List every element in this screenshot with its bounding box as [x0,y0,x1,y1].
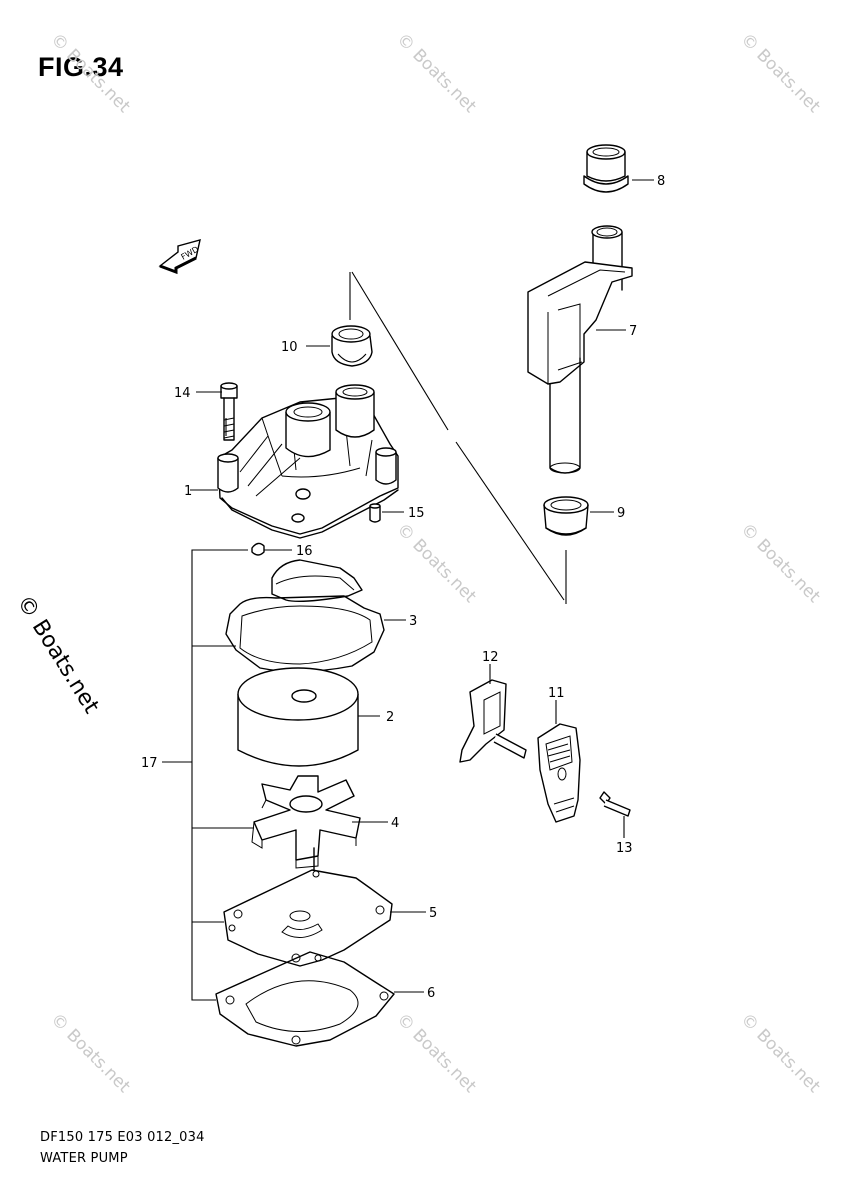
leader-lines [162,179,654,1001]
callout-4: 4 [391,816,399,831]
callout-15: 15 [408,506,425,521]
part-9-grommet [543,496,589,536]
watermark-text: © Boats.net [392,519,480,607]
figure-code: DF150 175 E03 012_034 [40,1130,205,1145]
part-10-grommet [331,325,373,367]
fwd-arrow-icon: FWD [158,239,201,275]
part-11-cover [537,723,581,823]
watermark-text: © Boats.net [392,1009,480,1097]
watermark-text: © Boats.net [46,1009,134,1097]
callout-17: 17 [141,756,158,771]
part-15-dowel-pin [369,503,381,523]
watermark-text: © Boats.net [736,519,824,607]
part-13-screw [599,791,631,817]
callout-13: 13 [616,841,633,856]
callout-11: 11 [548,686,565,701]
watermark-text: © Boats.net [392,29,480,117]
part-7-water-tube [527,225,633,474]
callout-7: 7 [629,324,637,339]
part-16-key [251,542,265,556]
callout-16: 16 [296,544,313,559]
part-8-grommet [583,144,629,193]
callout-9: 9 [617,506,625,521]
part-6-gasket [215,951,395,1047]
callout-2: 2 [386,710,394,725]
figure-title: FIG.34 [38,52,124,82]
watermark-text: © Boats.net [46,29,134,117]
callout-12: 12 [482,650,499,665]
callout-5: 5 [429,906,437,921]
callout-1: 1 [184,484,192,499]
callout-10: 10 [281,340,298,355]
watermark-layer: © Boats.net © Boats.net © Boats.net © Boats… [46,29,824,1097]
part-1-pump-case [217,384,399,539]
callout-labels: 1 2 3 4 5 6 7 8 9 10 11 12 13 14 15 16 1… [141,174,665,1001]
watermark-text: © Boats.net [736,1009,824,1097]
watermark-text: © Boats.net [736,29,824,117]
callout-8: 8 [657,174,665,189]
part-5-plate [223,869,393,967]
part-12-bracket [459,679,527,763]
callout-3: 3 [409,614,417,629]
part-14-bolt [220,382,238,441]
callout-14: 14 [174,386,191,401]
part-2-impeller-housing [237,667,359,767]
part-3-liner [225,559,385,673]
callout-6: 6 [427,986,435,1001]
figure-name: WATER PUMP [40,1151,128,1166]
part-4-impeller [251,775,361,877]
